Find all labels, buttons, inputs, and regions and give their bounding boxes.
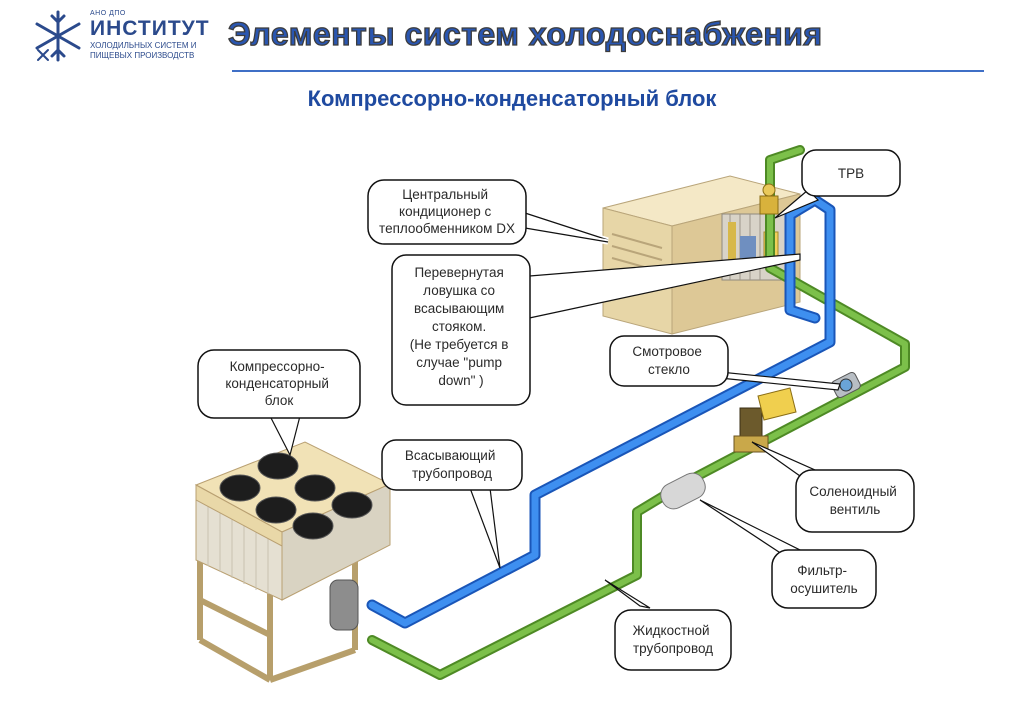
callout-liquid-line: Жидкостной трубопровод <box>614 609 732 671</box>
condensing-unit <box>194 441 392 683</box>
svg-text:ТРВ: ТРВ <box>838 166 864 181</box>
ccu-line-2: конденсаторный <box>225 376 329 391</box>
central-ac-line-2: кондиционер с <box>399 204 491 219</box>
trap-line-5: (Не требуется в <box>410 337 509 352</box>
svg-text:Всасывающий трубопровод: Всасывающий трубопровод <box>405 448 499 481</box>
callout-suction-line: Всасывающий трубопровод <box>381 439 523 491</box>
snowflake-icon <box>35 10 81 62</box>
header-divider <box>232 70 984 72</box>
logo-line-1: ХОЛОДИЛЬНЫХ СИСТЕМ И <box>90 41 197 50</box>
sight-glass <box>831 371 861 399</box>
page-title: Элементы систем холодоснабжения <box>227 15 823 52</box>
trap-line-4: стояком. <box>432 319 486 334</box>
sight-glass-line-2: стекло <box>648 362 690 377</box>
txv-valve <box>759 183 779 215</box>
callout-solenoid: Соленоидный вентиль <box>795 469 915 533</box>
svg-text:Центральный кондиционер: Центральный кондиционер с теплообменнико… <box>379 187 515 236</box>
callout-condensing-unit: Компрессорно- конденсаторный блок <box>197 349 361 419</box>
filter-line-2: осушитель <box>790 581 857 596</box>
filter-line-1: Фильтр- <box>797 563 847 578</box>
institute-logo: АНО ДПО ИНСТИТУТ ХОЛОДИЛЬНЫХ СИСТЕМ И ПИ… <box>30 8 230 64</box>
central-ac-line-3: теплообменником DX <box>379 221 515 236</box>
sight-glass-line-1: Смотровое <box>632 344 701 359</box>
trap-line-6: случае "pump <box>416 355 502 370</box>
suction-line-line-2: трубопровод <box>412 466 492 481</box>
callout-central-ac: Центральный кондиционер с теплообменнико… <box>367 179 527 245</box>
svg-text:Фильтр- осушитель: Фильтр- осушитель <box>790 563 857 596</box>
svg-text:Смотровое стекло: Смотровое стекло <box>632 344 705 377</box>
trap-line-1: Перевернутая <box>414 265 503 280</box>
callout-txv: ТРВ <box>801 149 901 197</box>
logo-line-2: ПИЩЕВЫХ ПРОИЗВОДСТВ <box>90 51 195 60</box>
svg-text:Жидкостной трубопровод: Жидкостной трубопровод <box>633 623 714 656</box>
trap-line-3: всасывающим <box>414 301 504 316</box>
txv-label: ТРВ <box>838 166 864 181</box>
liquid-line-line-1: Жидкостной <box>633 623 710 638</box>
slide-subtitle: Компрессорно-конденсаторный блок <box>307 86 717 111</box>
ccu-line-3: блок <box>265 393 294 408</box>
callout-sight-glass: Смотровое стекло <box>609 335 729 387</box>
liquid-line-line-2: трубопровод <box>633 641 713 656</box>
callout-filter-drier: Фильтр- осушитель <box>771 549 877 609</box>
filter-drier <box>660 472 706 510</box>
logo-name: ИНСТИТУТ <box>90 17 210 40</box>
solenoid-line-2: вентиль <box>830 502 881 517</box>
logo-prefix: АНО ДПО <box>90 10 126 17</box>
trap-line-7: down" ) <box>438 373 483 388</box>
solenoid-valve <box>733 387 797 453</box>
suction-line-line-1: Всасывающий <box>405 448 496 463</box>
solenoid-line-1: Соленоидный <box>809 484 896 499</box>
central-ac-line-1: Центральный <box>402 187 488 202</box>
svg-text:Перевернутая ловушка со: Перевернутая ловушка со всасывающим стоя… <box>410 265 512 388</box>
svg-text:Соленоидный вентиль: Соленоидный вентиль <box>809 484 900 517</box>
trap-line-2: ловушка со <box>423 283 495 298</box>
ccu-line-1: Компрессорно- <box>230 359 325 374</box>
callout-suction-trap: Перевернутая ловушка со всасывающим стоя… <box>391 254 531 406</box>
svg-text:Компрессорно- конденсато: Компрессорно- конденсаторный блок <box>225 359 332 408</box>
